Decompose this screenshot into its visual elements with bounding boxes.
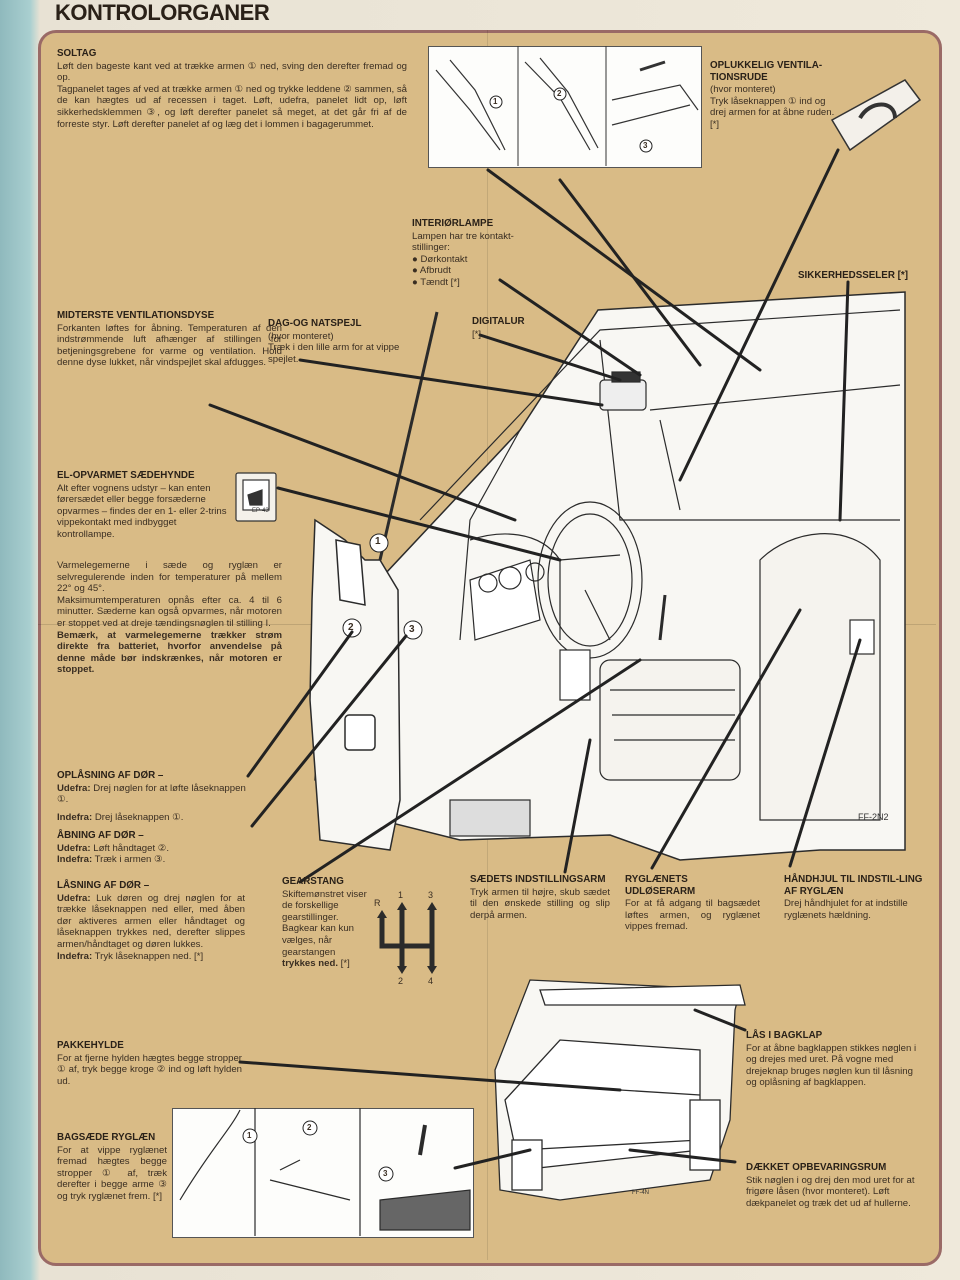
parcel-shelf-section: PAKKEHYLDE For at fjerne hylden hægtes b…: [57, 1040, 242, 1087]
sunroof-section: SOLTAG Løft den bageste kant ved at træk…: [57, 48, 407, 130]
storage-title: DÆKKET OPBEVARINGSRUM: [746, 1162, 887, 1173]
seatbelts-section: SIKKERHEDSSELER [*]: [798, 270, 918, 283]
fold-line-v1: [487, 30, 488, 1260]
interior-lamp-item: ● Tændt [*]: [412, 276, 460, 288]
left-teal-strip: [0, 0, 36, 1280]
heated-seat-p2: Varmelegemerne i sæde og ryglæn er selvr…: [57, 560, 282, 595]
backrest-wheel-text: Drej håndhjulet for at indstille ryglæne…: [784, 898, 908, 921]
unlock-door-section: OPLÅSNING AF DØR – Udefra: Drej nøglen f…: [57, 770, 246, 823]
digital-clock-text: [*]: [472, 328, 482, 340]
sunroof-p1: Løft den bageste kant ved at trække arme…: [57, 60, 407, 84]
digital-clock-section: DIGITALUR [*]: [472, 316, 532, 340]
tailgate-lock-section: LÅS I BAGKLAP For at åbne bagklappen sti…: [746, 1030, 924, 1089]
backrest-wheel-title: HÅNDHJUL TIL INDSTIL-LING AF RYGLÆN: [784, 874, 923, 897]
tailgate-lock-text: For at åbne bagklappen stikkes nøglen i …: [746, 1042, 917, 1089]
gear-pos-2: 2: [398, 976, 404, 986]
mirror-subtitle: (hvor monteret): [268, 330, 334, 342]
gear-pos-1: 1: [398, 890, 404, 900]
open-door-section: ÅBNING AF DØR – Udefra: Løft håndtaget ②…: [57, 830, 247, 866]
callout-2-roof: 2: [557, 89, 562, 98]
gear-pos-4: 4: [428, 976, 434, 986]
interior-lamp-text: Lampen har tre kontakt-stillinger:: [412, 230, 514, 254]
mirror-title: DAG-OG NATSPEJL: [268, 318, 362, 329]
interior-lamp-section: INTERIØRLAMPE Lampen har tre kontakt-sti…: [412, 218, 522, 289]
lock-door-section: LÅSNING AF DØR – Udefra: Luk døren og dr…: [57, 880, 245, 962]
rear-seat-text: For at vippe ryglænet fremad hægtes begg…: [57, 1144, 167, 1202]
backrest-release-section: RYGLÆNETS UDLØSERARM For at få adgang ti…: [625, 874, 760, 933]
heated-seat-p1: Alt efter vognens udstyr – kan enten før…: [57, 482, 227, 540]
rear-seat-illustration: [172, 1108, 474, 1238]
gear-title: GEARSTANG: [282, 876, 344, 887]
interior-lamp-item: ● Afbrudt: [412, 265, 451, 277]
center-vent-title: MIDTERSTE VENTILATIONSDYSE: [57, 310, 215, 321]
center-vent-section: MIDTERSTE VENTILATIONSDYSE Forkanten løf…: [57, 310, 282, 369]
callout-3-roof: 3: [643, 141, 648, 150]
unlock-door-title: OPLÅSNING AF DØR –: [57, 770, 164, 781]
lock-door-title: LÅSNING AF DØR –: [57, 880, 150, 891]
sunroof-p2: Tagpanelet tages af ved at trække armen …: [57, 83, 407, 130]
rear-seat-title: BAGSÆDE RYGLÆN: [57, 1132, 156, 1143]
backrest-release-text: For at få adgang til bagsædet løftes arm…: [625, 898, 760, 933]
callout-1-roof: 1: [493, 97, 498, 106]
seat-adjust-title: SÆDETS INDSTILLINGSARM: [470, 874, 606, 885]
heated-seat-section-cont: Varmelegemerne i sæde og ryglæn er selvr…: [57, 560, 282, 676]
mirror-section: DAG-OG NATSPEJL (hvor monteret) Træk i d…: [268, 318, 408, 365]
heated-seat-p3: Maksimumtemperaturen opnås efter ca. 4 t…: [57, 594, 282, 629]
storage-text: Stik nøglen i og drej den mod uret for a…: [746, 1174, 915, 1209]
seatbelts-title: SIKKERHEDSSELER [*]: [798, 270, 908, 281]
heated-seat-section: EL-OPVARMET SÆDEHYNDE Alt efter vognens …: [57, 470, 227, 541]
center-vent-text: Forkanten løftes for åbning. Temperature…: [57, 322, 282, 369]
gear-section: GEARSTANG Skiftemønstret viser de forske…: [282, 876, 367, 970]
parcel-shelf-title: PAKKEHYLDE: [57, 1040, 124, 1051]
page-title: KONTROLORGANER: [55, 0, 270, 25]
callout-3-seat: 3: [383, 1169, 388, 1178]
storage-section: DÆKKET OPBEVARINGSRUM Stik nøglen i og d…: [746, 1162, 924, 1209]
callout-2-seat: 2: [307, 1123, 312, 1132]
sunroof-illustration: [428, 46, 702, 168]
callout-1-seat: 1: [247, 1131, 252, 1140]
backrest-wheel-section: HÅNDHJUL TIL INDSTIL-LING AF RYGLÆN Drej…: [784, 874, 924, 921]
callout-2-door: 2: [348, 622, 354, 633]
rear-seat-section: BAGSÆDE RYGLÆN For at vippe ryglænet fre…: [57, 1132, 167, 1203]
tailgate-lock-title: LÅS I BAGKLAP: [746, 1030, 823, 1041]
seat-adjust-text: Tryk armen til højre, skub sædet til den…: [470, 886, 610, 921]
callout-1-door: 1: [375, 536, 381, 547]
heated-seat-title: EL-OPVARMET SÆDEHYNDE: [57, 470, 195, 481]
open-door-title: ÅBNING AF DØR –: [57, 830, 144, 841]
parcel-shelf-text: For at fjerne hylden hægtes begge stropp…: [57, 1052, 242, 1087]
vent-window-text: Tryk låseknappen ① ind og drej armen for…: [710, 95, 835, 130]
seat-adjust-section: SÆDETS INDSTILLINGSARM Tryk armen til hø…: [470, 874, 610, 921]
interior-lamp-item: ● Dørkontakt: [412, 253, 468, 265]
digital-clock-title: DIGITALUR: [472, 316, 525, 327]
gear-pos-3: 3: [428, 890, 434, 900]
backrest-release-title: RYGLÆNETS UDLØSERARM: [625, 874, 696, 897]
vent-window-subtitle: (hvor monteret): [710, 84, 776, 96]
sunroof-title: SOLTAG: [57, 48, 97, 59]
interior-lamp-title: INTERIØRLAMPE: [412, 218, 494, 229]
heated-seat-p4: Bemærk, at varmelegemerne trækker strøm …: [57, 629, 282, 676]
callout-3-door: 3: [409, 624, 415, 635]
mirror-text: Træk i den lille arm for at vippe spejle…: [268, 342, 400, 365]
gear-pos-r: R: [374, 898, 381, 908]
vent-window-section: OPLUKKELIG VENTILA-TIONSRUDE (hvor monte…: [710, 60, 835, 131]
vent-window-title: OPLUKKELIG VENTILA-TIONSRUDE: [710, 60, 823, 83]
